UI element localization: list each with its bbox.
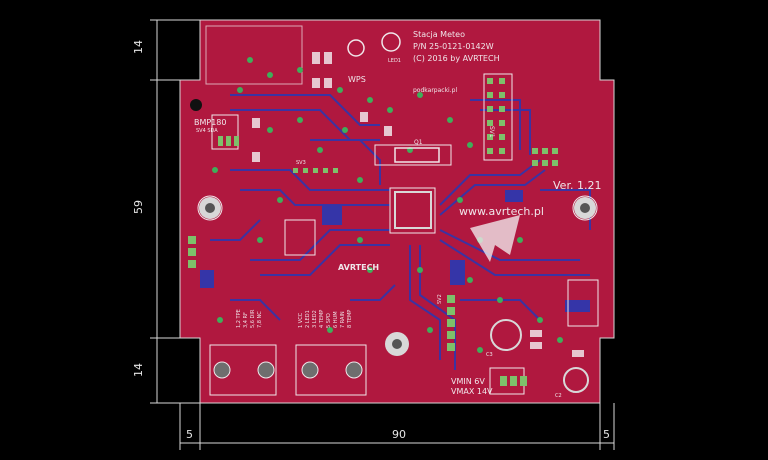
smd-components bbox=[252, 52, 584, 357]
vias bbox=[212, 57, 563, 353]
left-pin-label: 7,8 NC bbox=[257, 311, 263, 328]
connector-label: SV1 bbox=[488, 126, 495, 138]
right-pin-label: 5 SPD bbox=[326, 313, 332, 328]
led1 bbox=[381, 32, 401, 52]
right-pin-label: 8 TEMP bbox=[347, 310, 353, 328]
board-version: Ver. 1.21 bbox=[553, 179, 601, 192]
avrtech-logo-text: AVRTECH bbox=[338, 263, 379, 272]
sensor-pins-label: SV4 SDA bbox=[196, 128, 218, 134]
right-pin-label: 6 HUM bbox=[333, 311, 339, 328]
c3-label: C3 bbox=[486, 352, 493, 358]
crystal bbox=[394, 147, 440, 163]
dim-main-width: 90 bbox=[392, 428, 406, 441]
capacitor-c3 bbox=[490, 319, 522, 351]
vmin-label: VMIN 6V bbox=[451, 377, 485, 386]
brand-site: podkarpacki.pl bbox=[413, 87, 457, 94]
left-pin-label: 3,4 RF bbox=[243, 312, 249, 328]
led-label: LED1 bbox=[388, 58, 401, 64]
wps-label: WPS bbox=[348, 75, 366, 84]
dim-bottom-height: 14 bbox=[132, 363, 145, 377]
capacitor-c2 bbox=[563, 367, 589, 393]
mounting-holes bbox=[190, 99, 596, 356]
sv3-label: SV3 bbox=[296, 160, 306, 166]
c2-label: C2 bbox=[555, 393, 562, 399]
right-pin-label: 2 LED1 bbox=[305, 310, 311, 328]
dim-middle-height: 59 bbox=[132, 200, 145, 214]
dim-top-height: 14 bbox=[132, 40, 145, 54]
board-website: www.avrtech.pl bbox=[459, 205, 544, 218]
terminal-blocks bbox=[213, 361, 363, 379]
right-pin-labels: 1 VCC 2 LED1 3 LED2 4 TEMP 5 SPD 6 HUM 7… bbox=[298, 310, 353, 328]
right-pin-label: 3 LED2 bbox=[312, 310, 318, 328]
right-pin-label: 7 RAIN bbox=[340, 311, 346, 328]
pin-headers bbox=[188, 78, 558, 386]
copper-pads bbox=[200, 190, 590, 312]
sensor-label: BMP180 bbox=[194, 118, 226, 127]
right-pin-label: 4 TEMP bbox=[319, 310, 325, 328]
board-title-line2: P/N 25-0121-0142W bbox=[413, 42, 494, 51]
sv2-label: SV2 bbox=[437, 294, 443, 304]
board-logo bbox=[470, 215, 520, 262]
dim-right-width: 5 bbox=[603, 428, 610, 441]
left-pin-label: 5,6 DIR bbox=[250, 309, 256, 328]
left-pin-labels: 1,2 TPE 3,4 RF 5,6 DIR 7,8 NC bbox=[236, 309, 263, 328]
dimension-lines bbox=[150, 19, 615, 450]
board-title-line3: (C) 2016 by AVRTECH bbox=[413, 54, 500, 63]
board-title-line1: Stacja Meteo bbox=[413, 30, 465, 39]
left-pin-label: 1,2 TPE bbox=[236, 309, 242, 328]
dim-left-width: 5 bbox=[186, 428, 193, 441]
vmax-label: VMAX 14V bbox=[451, 387, 493, 396]
mcu-chip bbox=[394, 191, 432, 229]
silkscreen-outlines bbox=[197, 25, 599, 396]
wps-button bbox=[347, 39, 365, 57]
pcb-board bbox=[179, 19, 615, 404]
q1-label: Q1 bbox=[414, 139, 423, 146]
right-pin-label: 1 VCC bbox=[298, 312, 304, 328]
